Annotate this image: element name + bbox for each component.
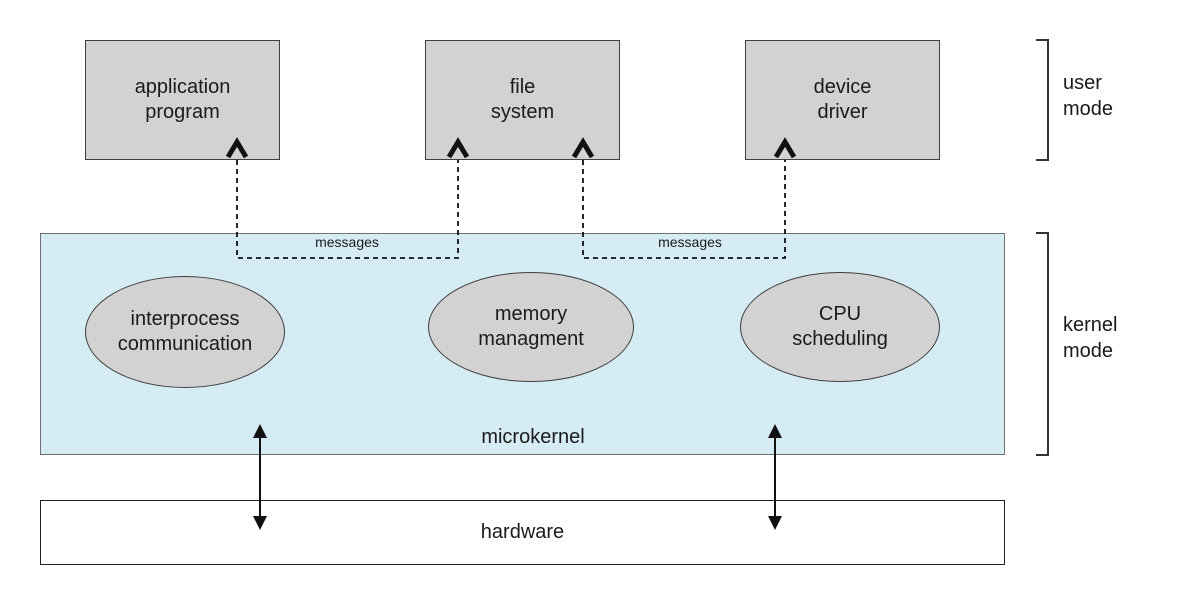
- interprocess-communication-label: interprocess communication: [117, 308, 253, 355]
- memory-management-ellipse: memory managment: [428, 272, 634, 382]
- messages-label-right: messages: [658, 234, 722, 250]
- kernel-mode-label: kernel mode: [1063, 314, 1118, 362]
- user-mode-bracket: [1036, 39, 1049, 161]
- application-program-label: application program: [134, 76, 231, 123]
- memory-management-label: memory managment: [478, 303, 584, 350]
- hardware-box: hardware: [40, 500, 1005, 565]
- application-program-box: application program: [85, 40, 280, 160]
- cpu-scheduling-ellipse: CPU scheduling: [740, 272, 940, 382]
- cpu-scheduling-label: CPU scheduling: [792, 303, 888, 350]
- file-system-label: file system: [490, 76, 555, 123]
- kernel-mode-bracket: [1036, 232, 1049, 456]
- messages-label-left: messages: [315, 234, 379, 250]
- device-driver-box: device driver: [745, 40, 940, 160]
- file-system-box: file system: [425, 40, 620, 160]
- hardware-label: hardware: [480, 521, 565, 543]
- user-mode-label: user mode: [1063, 72, 1114, 120]
- interprocess-communication-ellipse: interprocess communication: [85, 276, 285, 388]
- device-driver-label: device driver: [813, 76, 872, 123]
- microkernel-label: microkernel: [481, 426, 585, 448]
